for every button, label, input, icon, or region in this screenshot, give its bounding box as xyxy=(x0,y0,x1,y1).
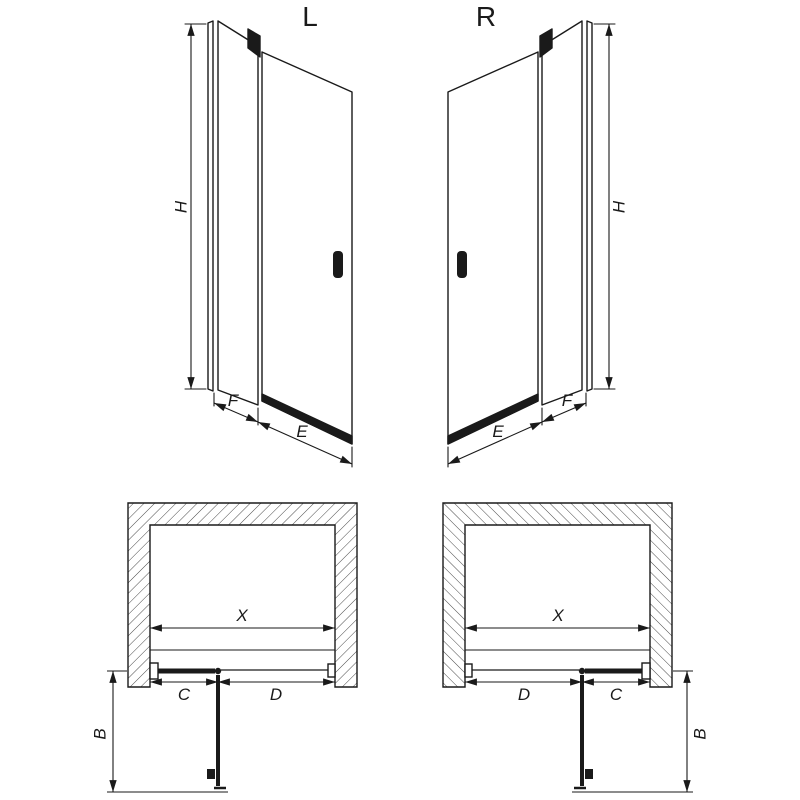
dim-label-fixed-right: F xyxy=(562,391,574,410)
dim-label-segment-d-right: D xyxy=(518,685,530,704)
dim-label-swing-depth-left: B xyxy=(91,728,110,739)
dim-label-fixed-left: F xyxy=(228,391,240,410)
dim-label-segment-c-left: C xyxy=(178,685,191,704)
dim-label-swing-depth-right: B xyxy=(691,728,710,739)
dim-label-door-left: E xyxy=(296,422,308,441)
front-view-right xyxy=(448,21,615,467)
plan-view-right xyxy=(443,503,693,792)
dim-label-segment-c-right: C xyxy=(610,685,623,704)
dim-label-inner-width-right: X xyxy=(551,606,564,625)
dim-label-door-right: E xyxy=(492,422,504,441)
dim-label-height-right: H xyxy=(610,200,629,213)
front-view-left xyxy=(185,21,352,467)
dim-label-height-left: H xyxy=(172,200,191,213)
dim-label-inner-width-left: X xyxy=(235,606,248,625)
plan-view-left xyxy=(107,503,357,792)
variant-label-right: R xyxy=(476,1,496,32)
dim-label-segment-d-left: D xyxy=(270,685,282,704)
variant-label-left: L xyxy=(302,1,318,32)
